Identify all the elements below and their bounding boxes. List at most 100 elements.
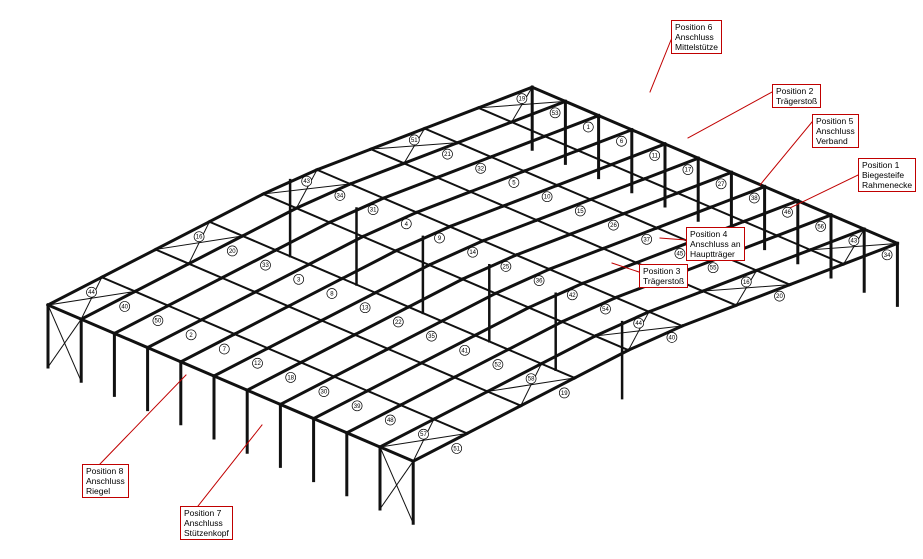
purlin [241, 234, 278, 252]
purlin [696, 156, 734, 175]
svg-text:19: 19 [519, 97, 526, 103]
part-mark-bubble: 26 [608, 219, 619, 231]
rafter [199, 290, 258, 322]
purlin [622, 212, 659, 230]
part-mark-bubble: 35 [426, 330, 437, 342]
part-mark-bubble: 41 [459, 344, 471, 356]
purlin [274, 248, 311, 266]
rafter [539, 333, 598, 366]
callout-leader [789, 174, 859, 209]
svg-text:41: 41 [461, 348, 468, 354]
purlin [407, 305, 444, 323]
svg-text:45: 45 [677, 252, 684, 258]
svg-text:54: 54 [602, 307, 609, 313]
part-mark-bubble: 8 [326, 288, 338, 299]
part-mark-bubble: 22 [392, 316, 404, 328]
rafter [245, 360, 304, 393]
callout-line: Anschluss [86, 476, 125, 486]
svg-text:21: 21 [444, 152, 451, 158]
part-mark-bubble: 53 [549, 107, 561, 119]
purlin [701, 289, 738, 307]
part-mark-bubble: 15 [574, 205, 586, 217]
rafter [485, 361, 544, 394]
purlin [506, 348, 543, 366]
callout-line: Trägerstoß [643, 276, 685, 286]
rafter [398, 375, 457, 408]
part-mark-bubble: 55 [707, 262, 719, 274]
purlin [596, 113, 634, 132]
part-mark-bubble: 46 [782, 206, 793, 218]
purlin [394, 249, 431, 267]
part-mark-bubble: 34 [881, 249, 893, 261]
purlin [647, 310, 684, 328]
part-mark-bubble: 11 [649, 150, 661, 161]
part-mark-bubble: 21 [442, 148, 453, 160]
svg-text:31: 31 [370, 208, 377, 214]
rafter [381, 175, 440, 201]
rafter [294, 181, 353, 211]
rafter [509, 99, 568, 124]
rafter [377, 417, 436, 450]
rafter [427, 238, 485, 267]
purlin [295, 206, 331, 224]
callout-line: Position 6 [675, 22, 713, 32]
svg-text:56: 56 [817, 224, 824, 230]
part-mark-bubble: 19 [558, 387, 570, 399]
rafter [261, 167, 319, 196]
part-mark-bubble: 40 [666, 332, 678, 343]
rafter [754, 247, 813, 273]
svg-text:14: 14 [469, 250, 476, 256]
svg-text:22: 22 [395, 320, 402, 326]
callout-leader [197, 424, 263, 507]
svg-text:20: 20 [229, 249, 236, 255]
part-mark-bubble: 3 [293, 273, 305, 285]
rafter [360, 210, 419, 239]
rafter [708, 184, 767, 210]
part-mark-bubble: 50 [152, 315, 164, 326]
purlin [514, 253, 551, 271]
purlin [287, 304, 323, 322]
rafter [555, 162, 614, 188]
rafter [373, 262, 432, 295]
purlin [614, 296, 651, 314]
purlin [629, 127, 667, 146]
purlin [340, 277, 377, 295]
callout-line: Stützenkopf [184, 528, 229, 538]
rafter [501, 183, 560, 208]
purlin [481, 239, 518, 257]
purlin [510, 120, 547, 138]
callout-line: Trägerstoß [776, 96, 818, 106]
rafter [402, 140, 460, 166]
purlin [676, 191, 713, 209]
purlin [563, 99, 601, 118]
part-mark-bubble: 4 [400, 218, 412, 230]
rafter [634, 240, 693, 265]
purlin [593, 334, 630, 352]
purlin [348, 182, 385, 200]
svg-text:25: 25 [503, 264, 510, 270]
svg-text:30: 30 [321, 390, 328, 396]
rafter [332, 346, 391, 379]
part-mark-bubble: 25 [500, 261, 512, 272]
callout-position-8: Position 8 Anschluss Riegel [82, 464, 129, 498]
rafter [340, 248, 399, 281]
purlin [419, 361, 456, 379]
rafter [642, 156, 701, 181]
purlin [473, 334, 510, 351]
rafter [514, 232, 572, 257]
part-mark-bubble: 16 [740, 276, 752, 288]
part-mark-bubble: 31 [367, 204, 379, 215]
rafter [45, 275, 104, 308]
svg-text:36: 36 [536, 279, 543, 285]
svg-text:37: 37 [643, 237, 650, 243]
rafter [468, 169, 527, 194]
callout-line: Riegel [86, 486, 111, 496]
rafter [580, 260, 639, 286]
purlin [560, 320, 597, 338]
rafter [621, 191, 680, 216]
part-mark-bubble: 44 [633, 317, 645, 329]
rafter [411, 431, 470, 464]
part-mark-bubble: 43 [848, 235, 860, 246]
purlin [233, 332, 270, 350]
purlin [374, 291, 410, 309]
